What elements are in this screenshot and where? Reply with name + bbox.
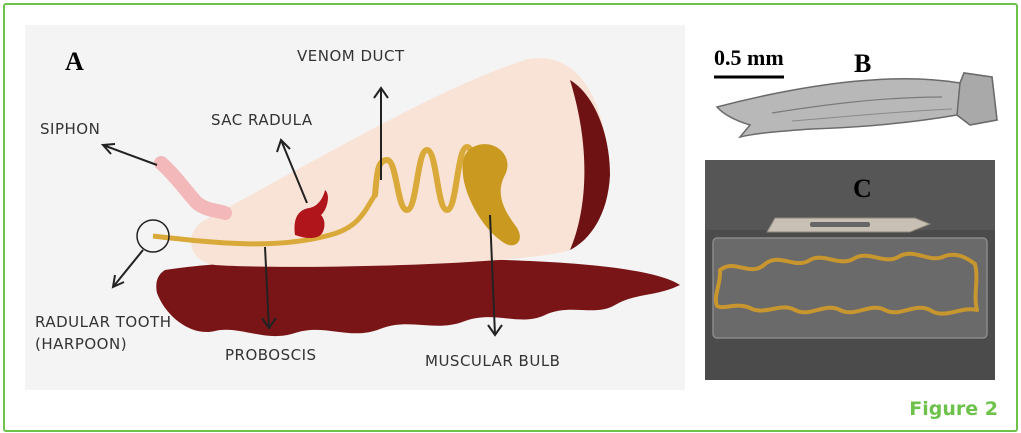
snail-foot [156, 258, 680, 336]
panel-c-letter: C [853, 174, 872, 204]
label-venom-duct: VENOM DUCT [297, 47, 405, 66]
label-sac-radula: SAC RADULA [211, 111, 313, 130]
figure-label: Figure 2 [909, 398, 998, 420]
label-siphon: SIPHON [40, 120, 100, 139]
arrow-radular-tooth [113, 250, 143, 287]
snail-shell [191, 58, 608, 267]
glass-slide [713, 238, 987, 338]
panel-a-letter: A [65, 47, 84, 77]
label-harpoon: (HARPOON) [35, 335, 127, 354]
label-proboscis: PROBOSCIS [225, 346, 317, 365]
harpoon-shaft [717, 73, 997, 137]
panel-c-photo: C [705, 160, 995, 380]
arrow-siphon [103, 144, 157, 165]
siphon [161, 163, 225, 213]
harpoon-image [702, 25, 1007, 150]
scalpel-slot [810, 222, 870, 227]
venom-duct-photo [705, 160, 995, 380]
label-radular-tooth: RADULAR TOOTH [35, 313, 171, 332]
harpoon-base [957, 73, 997, 125]
scale-bar-label: 0.5 mm [714, 45, 784, 71]
panel-a-illustration: A VENOM DUCT SAC RADULA SIPHON RADULAR T… [25, 25, 685, 390]
label-muscular-bulb: MUSCULAR BULB [425, 352, 560, 371]
figure-frame: A VENOM DUCT SAC RADULA SIPHON RADULAR T… [3, 3, 1018, 432]
panel-b-letter: B [854, 49, 871, 79]
panel-b-micrograph: 0.5 mm B [702, 25, 1007, 150]
